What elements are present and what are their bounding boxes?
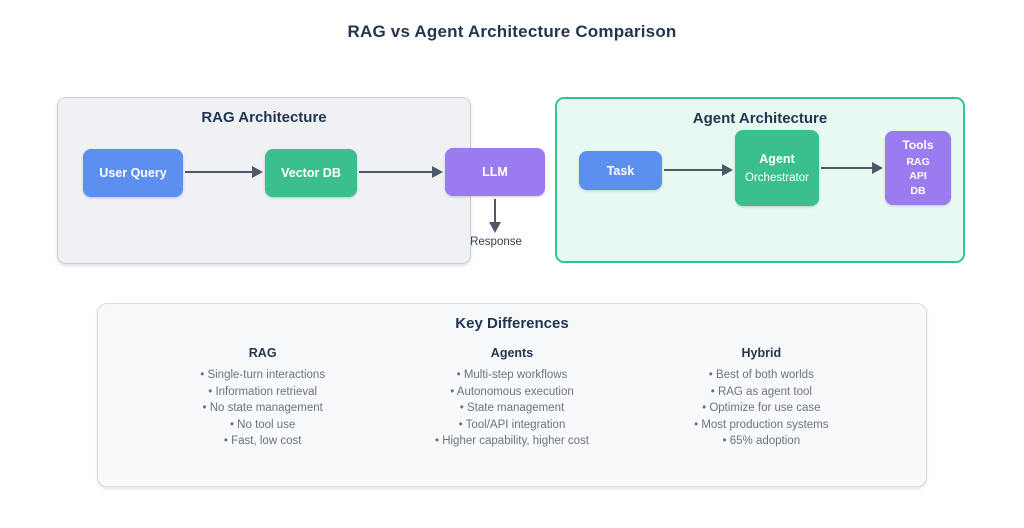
agent-panel-title: Agent Architecture: [692, 110, 828, 127]
key-differences-title: Key Differences: [455, 315, 569, 332]
list-item: • State management: [459, 402, 565, 414]
list-item: • RAG as agent tool: [710, 385, 812, 398]
arrow-llm-to-response: [489, 199, 501, 233]
task-node: Task: [579, 151, 662, 190]
rag-architecture-panel: RAG Architecture User Query Vector DB: [57, 97, 471, 264]
list-item: • Single-turn interactions: [200, 369, 326, 381]
arrow-orchestrator-to-tools: [821, 162, 883, 174]
column-hybrid: Hybrid • Best of both worlds • RAG as ag…: [637, 346, 886, 450]
list-item: • 65% adoption: [722, 435, 801, 447]
user-query-node: User Query: [83, 149, 183, 197]
llm-node: LLM: [445, 148, 545, 196]
tool-item-db: DB: [910, 184, 926, 197]
column-agents: Agents • Multi-step workflows • Autonomo…: [387, 346, 636, 450]
column-rag: RAG • Single-turn interactions • Informa…: [138, 346, 387, 450]
list-item: • Information retrieval: [208, 385, 318, 398]
rag-panel-title: RAG Architecture: [201, 109, 327, 126]
list-item: • Fast, low cost: [223, 435, 302, 447]
key-differences-panel: Key Differences RAG • Single-turn intera…: [97, 303, 927, 487]
list-item: • Multi-step workflows: [456, 369, 568, 381]
list-item: • Optimize for use case: [702, 402, 821, 414]
list-item: • No state management: [202, 402, 323, 414]
list-item: • Most production systems: [694, 418, 829, 431]
tools-node: Tools RAG API DB: [885, 131, 951, 205]
tool-item-api: API: [909, 170, 927, 183]
response-label: Response: [470, 236, 522, 248]
agent-orchestrator-node: Agent Orchestrator: [735, 130, 819, 206]
arrow-vector-db-to-llm: [359, 166, 443, 178]
arrow-task-to-orchestrator: [664, 164, 733, 176]
tool-item-rag: RAG: [906, 155, 930, 168]
list-item: • Tool/API integration: [458, 418, 566, 431]
page-title: RAG vs Agent Architecture Comparison: [347, 22, 677, 41]
vector-db-node: Vector DB: [265, 149, 357, 197]
arrow-user-query-to-vector-db: [185, 166, 263, 178]
orchestrator-label-line2: Orchestrator: [745, 172, 809, 184]
tools-title: Tools: [902, 137, 934, 152]
agent-architecture-panel: Agent Architecture Task Agent Orchestrat…: [555, 97, 965, 263]
list-item: • Best of both worlds: [708, 369, 814, 381]
list-item: • Higher capability, higher cost: [434, 435, 589, 447]
key-differences-columns: RAG • Single-turn interactions • Informa…: [138, 346, 886, 450]
column-agents-header: Agents: [490, 346, 534, 360]
orchestrator-label-line1: Agent: [759, 152, 795, 166]
column-rag-header: RAG: [248, 346, 277, 360]
list-item: • No tool use: [229, 418, 296, 431]
list-item: • Autonomous execution: [450, 385, 574, 398]
column-hybrid-header: Hybrid: [741, 346, 782, 360]
